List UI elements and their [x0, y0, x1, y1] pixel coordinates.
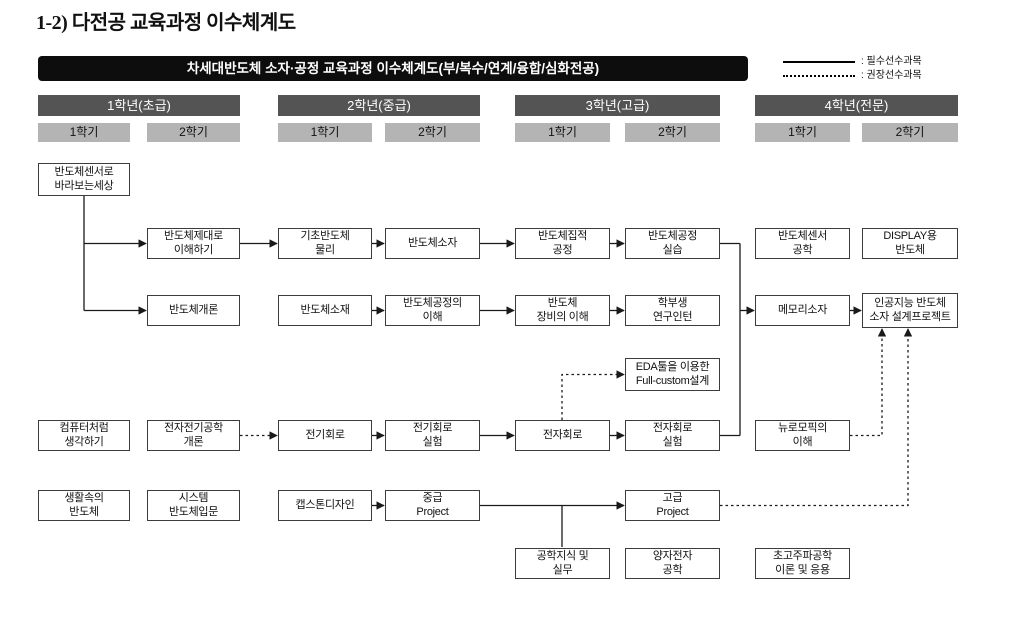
semester-header-y1s2: 2학기 [147, 123, 240, 142]
course-quantum-electronics: 양자전자 공학 [625, 548, 720, 579]
year-header-3: 3학년(고급) [515, 95, 720, 116]
semester-header-y3s2: 2학기 [625, 123, 720, 142]
semester-header-y2s1: 1학기 [278, 123, 372, 142]
semester-header-y2s2: 2학기 [385, 123, 480, 142]
course-eda-fullcustom: EDA툴을 이용한 Full-custom설계 [625, 358, 720, 391]
legend-recommended-label: : 권장선수과목 [861, 70, 922, 81]
diagram-header-bar: 차세대반도체 소자·공정 교육과정 이수체계도(부/복수/연계/융합/심화전공) [38, 56, 748, 81]
course-think-like-computer: 컴퓨터처럼 생각하기 [38, 420, 130, 451]
legend-recommended: : 권장선수과목 [783, 70, 953, 82]
course-system-semi-intro: 시스템 반도체입문 [147, 490, 240, 521]
year-header-4: 4학년(전문) [755, 95, 958, 116]
course-adv-project: 고급 Project [625, 490, 720, 521]
course-electronic-circuits: 전자회로 [515, 420, 610, 451]
course-microwave-engineering: 초고주파공학 이론 및 응용 [755, 548, 850, 579]
course-process-practice: 반도체공정 실습 [625, 228, 720, 259]
course-electric-circuits: 전기회로 [278, 420, 372, 451]
course-neuromorphic: 뉴로모픽의 이해 [755, 420, 850, 451]
edge-electronics-eda-dotted [561, 370, 625, 420]
course-mid-project: 중급 Project [385, 490, 480, 521]
course-eng-knowledge: 공학지식 및 실무 [515, 548, 610, 579]
course-electric-circuits-lab: 전기회로 실험 [385, 420, 480, 451]
year-header-1: 1학년(초급) [38, 95, 240, 116]
course-life-semi: 생활속의 반도체 [38, 490, 130, 521]
semester-header-y3s1: 1학기 [515, 123, 610, 142]
course-ee-intro: 전자전기공학 개론 [147, 420, 240, 451]
course-semi-materials: 반도체소재 [278, 295, 372, 326]
course-memory-devices: 메모리소자 [755, 295, 850, 326]
course-ic-process: 반도체집적 공정 [515, 228, 610, 259]
page-title: 1-2) 다전공 교육과정 이수체계도 [36, 12, 296, 34]
dotted-line-sample [783, 75, 855, 77]
year-header-2: 2학년(중급) [278, 95, 480, 116]
course-display-semi: DISPLAY용 반도체 [862, 228, 958, 259]
course-process-understanding: 반도체공정의 이해 [385, 295, 480, 326]
legend-required-label: : 필수선수과목 [861, 56, 922, 67]
course-semi-devices: 반도체소자 [385, 228, 480, 259]
course-ai-semi-project: 인공지능 반도체 소자 설계프로젝트 [862, 293, 958, 328]
course-electronic-circuits-lab: 전자회로 실험 [625, 420, 720, 451]
edge-neuromorphic-aiproject-dotted [850, 328, 887, 437]
course-basic-semi-physics: 기초반도체 물리 [278, 228, 372, 259]
legend-required: : 필수선수과목 [783, 56, 953, 68]
solid-line-sample [783, 61, 855, 63]
course-capstone-design: 캡스톤디자인 [278, 490, 372, 521]
course-sensor-engineering: 반도체센서 공학 [755, 228, 850, 259]
course-understand-semi: 반도체제대로 이해하기 [147, 228, 240, 259]
course-semi-intro: 반도체개론 [147, 295, 240, 326]
semester-header-y4s2: 2학기 [862, 123, 958, 142]
course-sensor-world: 반도체센서로 바라보는세상 [38, 163, 130, 196]
edge-advproject-aiproject-dotted [720, 328, 913, 507]
semester-header-y4s1: 1학기 [755, 123, 850, 142]
course-research-intern: 학부생 연구인턴 [625, 295, 720, 326]
semester-header-y1s1: 1학기 [38, 123, 130, 142]
course-equipment-understanding: 반도체 장비의 이해 [515, 295, 610, 326]
